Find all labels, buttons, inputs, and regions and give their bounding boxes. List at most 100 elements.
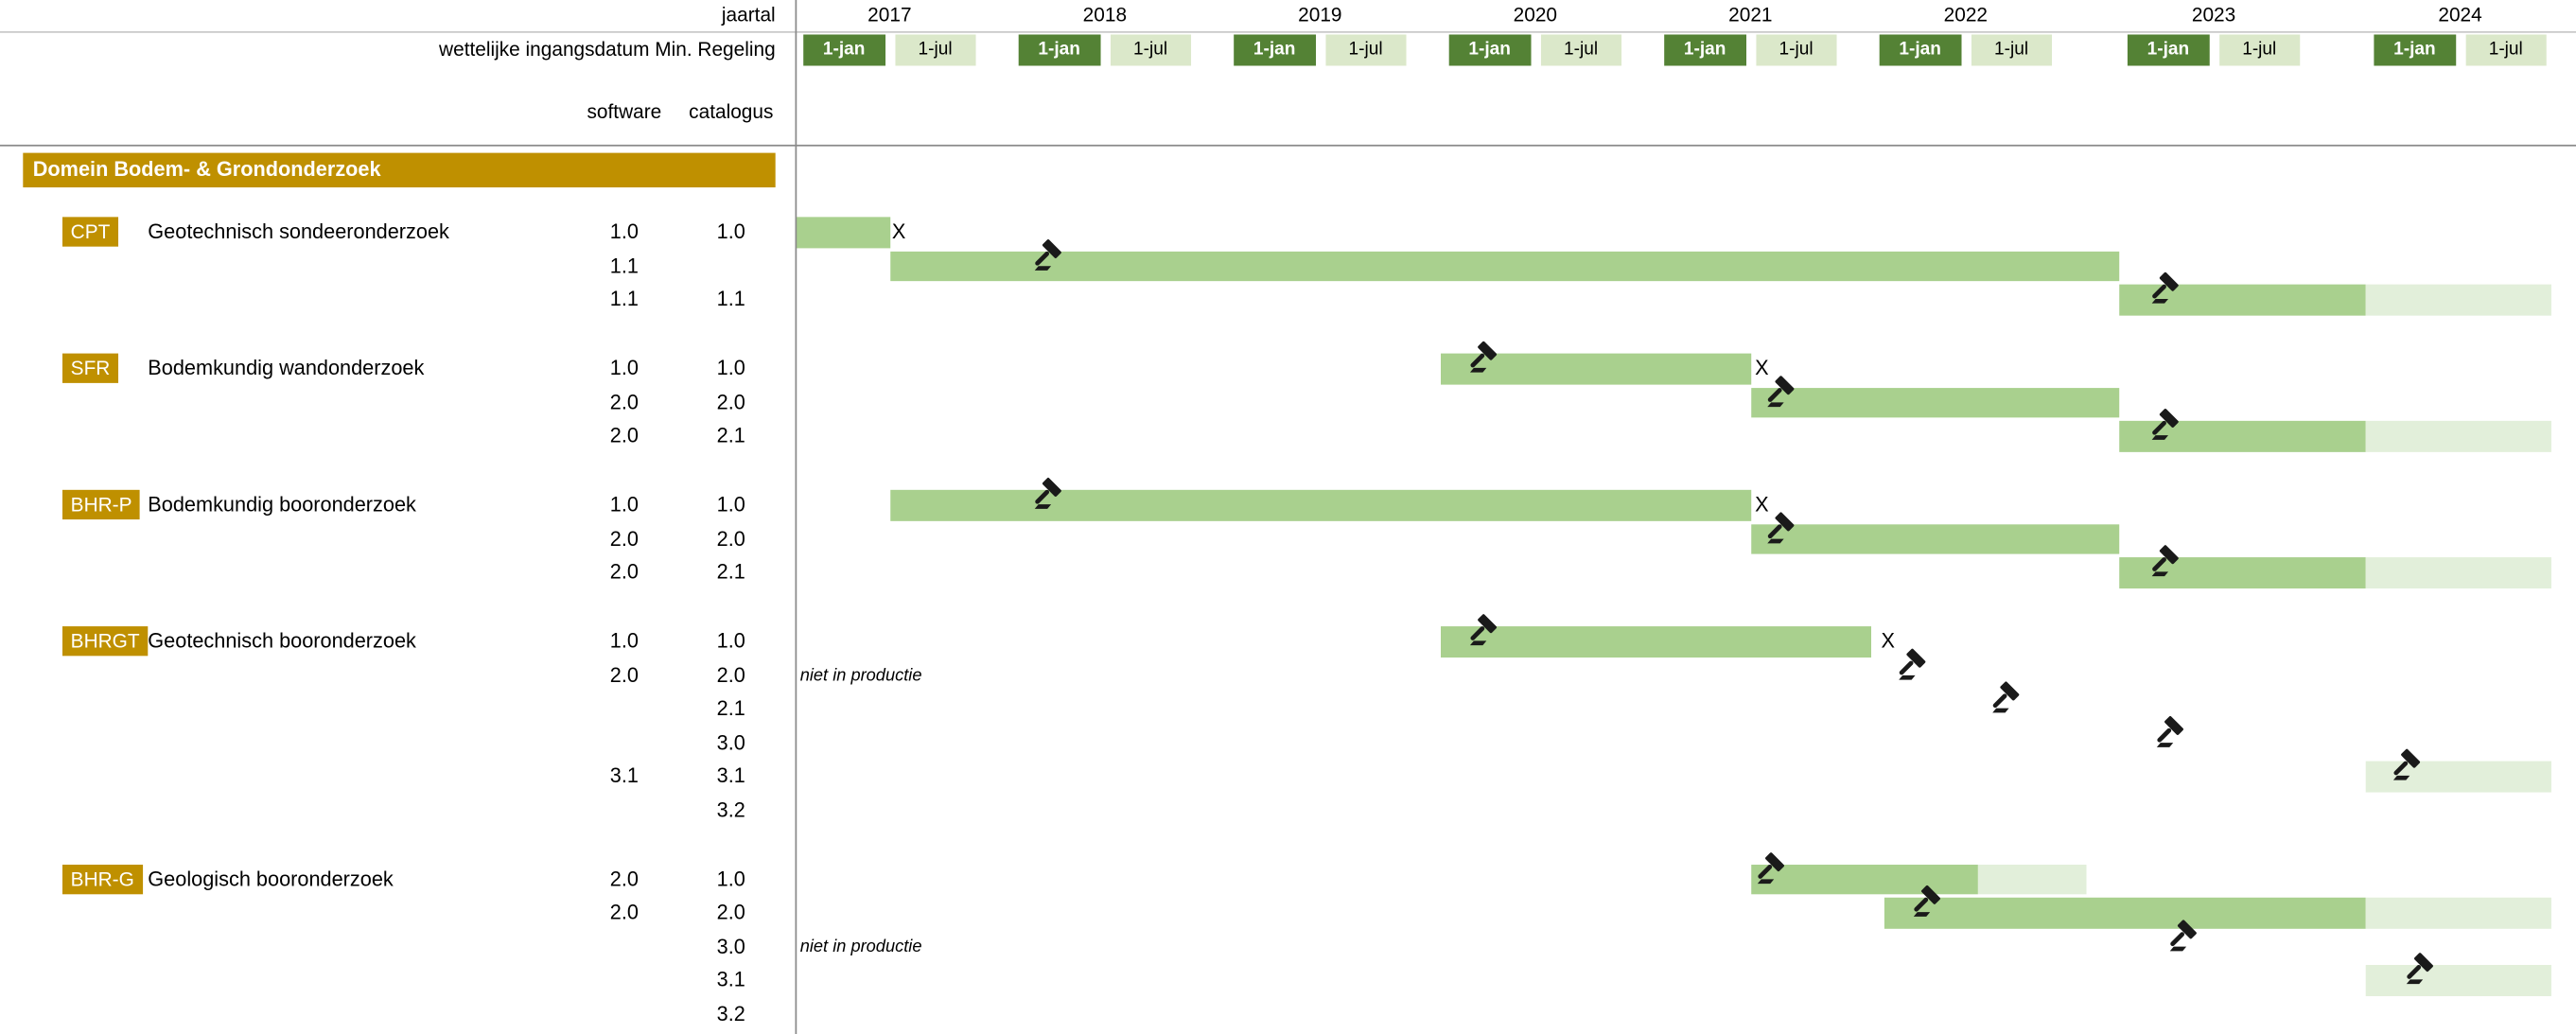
year-label: 2022	[1943, 3, 1989, 26]
not-in-production-note: niet in productie	[799, 936, 922, 956]
year-label: 2019	[1298, 3, 1342, 26]
catalogus-version: 3.0	[716, 730, 745, 755]
timeline-bar-light	[2365, 557, 2551, 588]
header-divider-horizontal	[0, 144, 2576, 147]
timeline-bar-light	[2365, 897, 2551, 929]
group-code-badge: BHR-G	[61, 864, 143, 894]
year-label: 2024	[2438, 3, 2482, 26]
group-code-badge: SFR	[61, 353, 119, 383]
jul-cell: 1-jul	[1971, 34, 2053, 65]
jan-cell: 1-jan	[2374, 34, 2456, 65]
catalogus-version: 3.2	[716, 1002, 745, 1026]
gavel-icon	[2401, 953, 2437, 986]
jan-cell: 1-jan	[1664, 34, 1746, 65]
jul-cell: 1-jul	[1540, 34, 1622, 65]
catalogus-version: 1.0	[716, 629, 745, 653]
end-of-life-x-mark: X	[1881, 628, 1895, 652]
jaartal-label: jaartal	[721, 3, 776, 26]
catalogus-version: 3.0	[716, 935, 745, 958]
gavel-icon	[2147, 272, 2183, 305]
software-version: 3.1	[609, 764, 639, 789]
jul-cell: 1-jul	[1110, 34, 1192, 65]
domain-banner: Domein Bodem- & Grondonderzoek	[23, 152, 776, 188]
group-code-badge: CPT	[61, 217, 119, 247]
catalogus-version: 2.1	[716, 424, 745, 447]
group-name: Geotechnisch sondeeronderzoek	[148, 219, 449, 244]
group-name: Geologisch booronderzoek	[148, 867, 394, 890]
gavel-icon	[1753, 850, 1789, 884]
software-version: 2.0	[609, 560, 639, 585]
software-version: 1.0	[609, 219, 639, 244]
end-of-life-x-mark: X	[1755, 492, 1769, 516]
gavel-icon	[2164, 919, 2200, 952]
software-version: 1.1	[609, 254, 639, 277]
catalogus-column-label: catalogus	[689, 99, 774, 124]
timeline-bar-dark	[1750, 523, 2120, 554]
catalogus-version: 3.1	[716, 764, 745, 789]
end-of-life-x-mark: X	[1755, 356, 1769, 379]
gavel-icon	[2152, 715, 2188, 748]
timeline-bar-dark	[1750, 387, 2120, 418]
software-version: 2.0	[609, 867, 639, 890]
catalogus-version: 3.1	[716, 969, 745, 992]
jul-cell: 1-jul	[1755, 34, 1837, 65]
jul-cell: 1-jul	[2464, 34, 2547, 65]
years-divider-horizontal	[0, 30, 2576, 32]
year-label: 2017	[867, 3, 912, 26]
timeline-bar-dark	[1884, 897, 2366, 929]
year-label: 2020	[1513, 3, 1558, 26]
not-in-production-note: niet in productie	[799, 665, 922, 685]
catalogus-version: 2.0	[716, 527, 745, 551]
gavel-icon	[1989, 681, 2024, 714]
jan-cell: 1-jan	[1234, 34, 1316, 65]
jul-cell: 1-jul	[894, 34, 976, 65]
gavel-icon	[2389, 748, 2425, 781]
gavel-icon	[1030, 237, 1066, 271]
group-code-badge: BHR-P	[61, 489, 141, 520]
catalogus-version: 1.0	[716, 867, 745, 890]
software-version: 2.0	[609, 527, 639, 551]
chart-divider-vertical	[795, 0, 797, 1034]
software-column-label: software	[587, 99, 662, 124]
jul-cell: 1-jul	[1324, 34, 1407, 65]
catalogus-version: 2.0	[716, 390, 745, 414]
end-of-life-x-mark: X	[891, 219, 906, 243]
software-version: 2.0	[609, 901, 639, 924]
jan-cell: 1-jan	[1018, 34, 1100, 65]
catalogus-version: 2.0	[716, 901, 745, 924]
catalogus-version: 3.2	[716, 798, 745, 822]
group-name: Bodemkundig wandonderzoek	[148, 357, 425, 380]
timeline-bar-light	[2365, 421, 2551, 452]
year-label: 2018	[1082, 3, 1128, 26]
catalogus-version: 1.0	[716, 357, 745, 380]
gavel-icon	[1030, 477, 1066, 510]
catalogus-version: 1.1	[716, 288, 745, 311]
year-label: 2021	[1728, 3, 1773, 26]
gavel-icon	[2147, 408, 2183, 441]
jan-cell: 1-jan	[2127, 34, 2209, 65]
year-label: 2023	[2191, 3, 2236, 26]
jan-cell: 1-jan	[803, 34, 885, 65]
jul-cell: 1-jul	[2218, 34, 2301, 65]
regeling-label: wettelijke ingangsdatum Min. Regeling	[439, 37, 776, 61]
software-version: 2.0	[609, 390, 639, 414]
group-name: Geotechnisch booronderzoek	[148, 629, 416, 653]
gavel-icon	[1894, 647, 1930, 680]
catalogus-version: 1.0	[716, 493, 745, 517]
catalogus-version: 1.0	[716, 219, 745, 244]
jan-cell: 1-jan	[1448, 34, 1531, 65]
jan-cell: 1-jan	[1879, 34, 1961, 65]
timeline-bar-dark	[1441, 626, 1871, 657]
gavel-icon	[2147, 544, 2183, 577]
catalogus-version: 2.1	[716, 560, 745, 585]
gavel-icon	[1465, 341, 1501, 374]
timeline-bar-dark	[889, 489, 1751, 520]
software-version: 2.0	[609, 663, 639, 687]
timeline-bar-light	[1977, 864, 2088, 895]
software-version: 1.0	[609, 357, 639, 380]
software-version: 1.0	[609, 493, 639, 517]
group-code-badge: BHRGT	[61, 626, 149, 657]
catalogus-version: 2.0	[716, 663, 745, 687]
